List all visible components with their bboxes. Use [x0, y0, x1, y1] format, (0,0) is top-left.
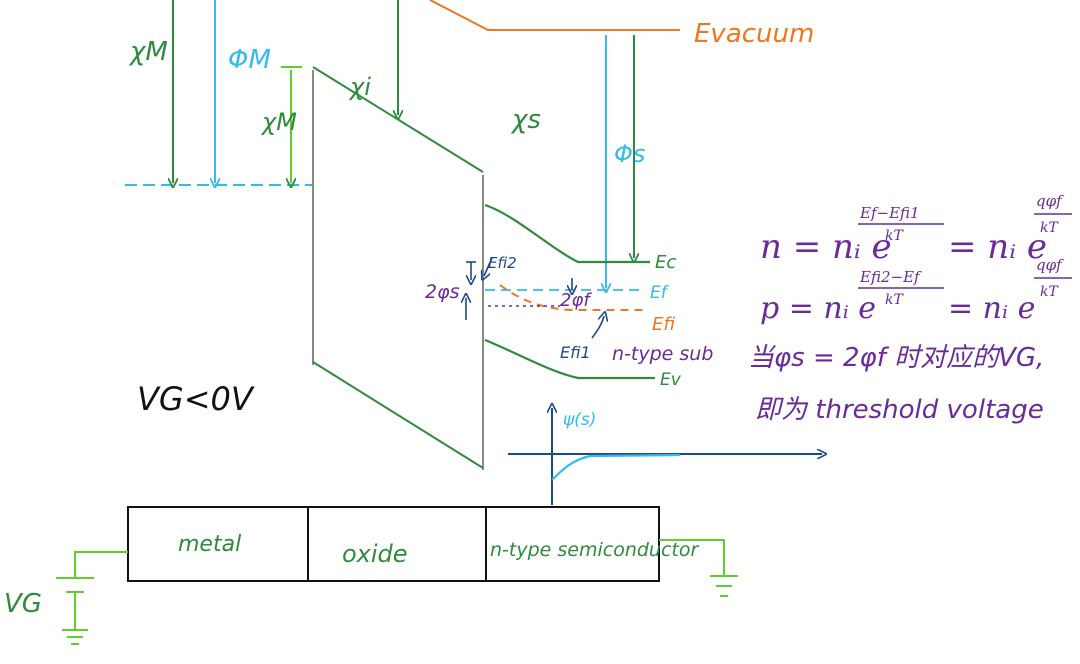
efi1-pointer	[591, 316, 604, 339]
p-eq-lhs: p = nᵢ e	[760, 291, 876, 326]
p-exp-den: kT	[885, 292, 904, 308]
p-exp2-num: qφf	[1036, 256, 1064, 274]
ec-label: Ec	[655, 252, 676, 273]
phi-s-label: Φs	[614, 140, 645, 168]
n-exp2-den: kT	[1040, 220, 1059, 236]
intrinsic-level-efi	[499, 284, 648, 311]
two-phi-s-label: 2φs	[425, 281, 460, 303]
chi-i-label: χi	[348, 73, 371, 101]
n-type-sub-label: n-type sub	[612, 343, 713, 365]
chi-m-label: χM	[128, 37, 168, 67]
substrate-wire	[659, 539, 725, 576]
oxide-valence-band	[312, 361, 484, 469]
semiconductor-layer	[485, 506, 660, 582]
efi2-label: Efi2	[488, 254, 517, 272]
efi-label: Efi	[652, 314, 675, 335]
semiconductor-region-label: n-type semiconductor	[490, 539, 699, 561]
equations: n = nᵢ e Ef−Efi1 kT = nᵢ e qφf kT p = nᵢ…	[748, 192, 1072, 425]
efi2-arrow	[484, 257, 493, 276]
n-eq-rhs: = nᵢ e	[948, 227, 1047, 267]
vg-source-label: VG	[4, 589, 42, 619]
metal-region-label: metal	[178, 532, 241, 557]
n-exp-num: Ef−Efi1	[859, 204, 920, 222]
chi-m-barrier-label: χM	[260, 108, 297, 136]
phi-m-label: ΦM	[228, 45, 271, 75]
threshold-note-line2: 即为 threshold voltage	[755, 395, 1044, 425]
oxide-region-label: oxide	[342, 540, 408, 568]
psi-curve	[551, 453, 681, 481]
chi-s-label: χs	[510, 105, 541, 135]
n-exp-den: kT	[885, 228, 904, 244]
p-exp2-den: kT	[1040, 284, 1059, 300]
two-phi-f-label: 2φf	[560, 290, 592, 311]
p-eq-rhs: = nᵢ e	[948, 291, 1035, 326]
threshold-note-line1: 当φs = 2φf 时对应的VG,	[748, 343, 1044, 373]
psi-s-label: ψ(s)	[563, 410, 596, 430]
vg-condition-label: VG<0V	[137, 380, 255, 418]
n-eq-lhs: n = nᵢ e	[760, 227, 892, 267]
gate-source	[56, 551, 128, 645]
valence-band-ev	[484, 338, 655, 380]
p-exp-num: Efi2−Ef	[859, 268, 922, 286]
efi1-label: Efi1	[560, 343, 591, 362]
ev-label: Ev	[660, 370, 682, 390]
evacuum-label: Evacuum	[694, 19, 814, 49]
n-exp2-num: qφf	[1036, 192, 1064, 210]
vacuum-level	[429, 0, 680, 31]
gate-wire	[74, 551, 128, 578]
ef-label: Ef	[650, 283, 670, 303]
conduction-band-ec	[484, 203, 650, 264]
substrate-ground	[659, 539, 738, 597]
